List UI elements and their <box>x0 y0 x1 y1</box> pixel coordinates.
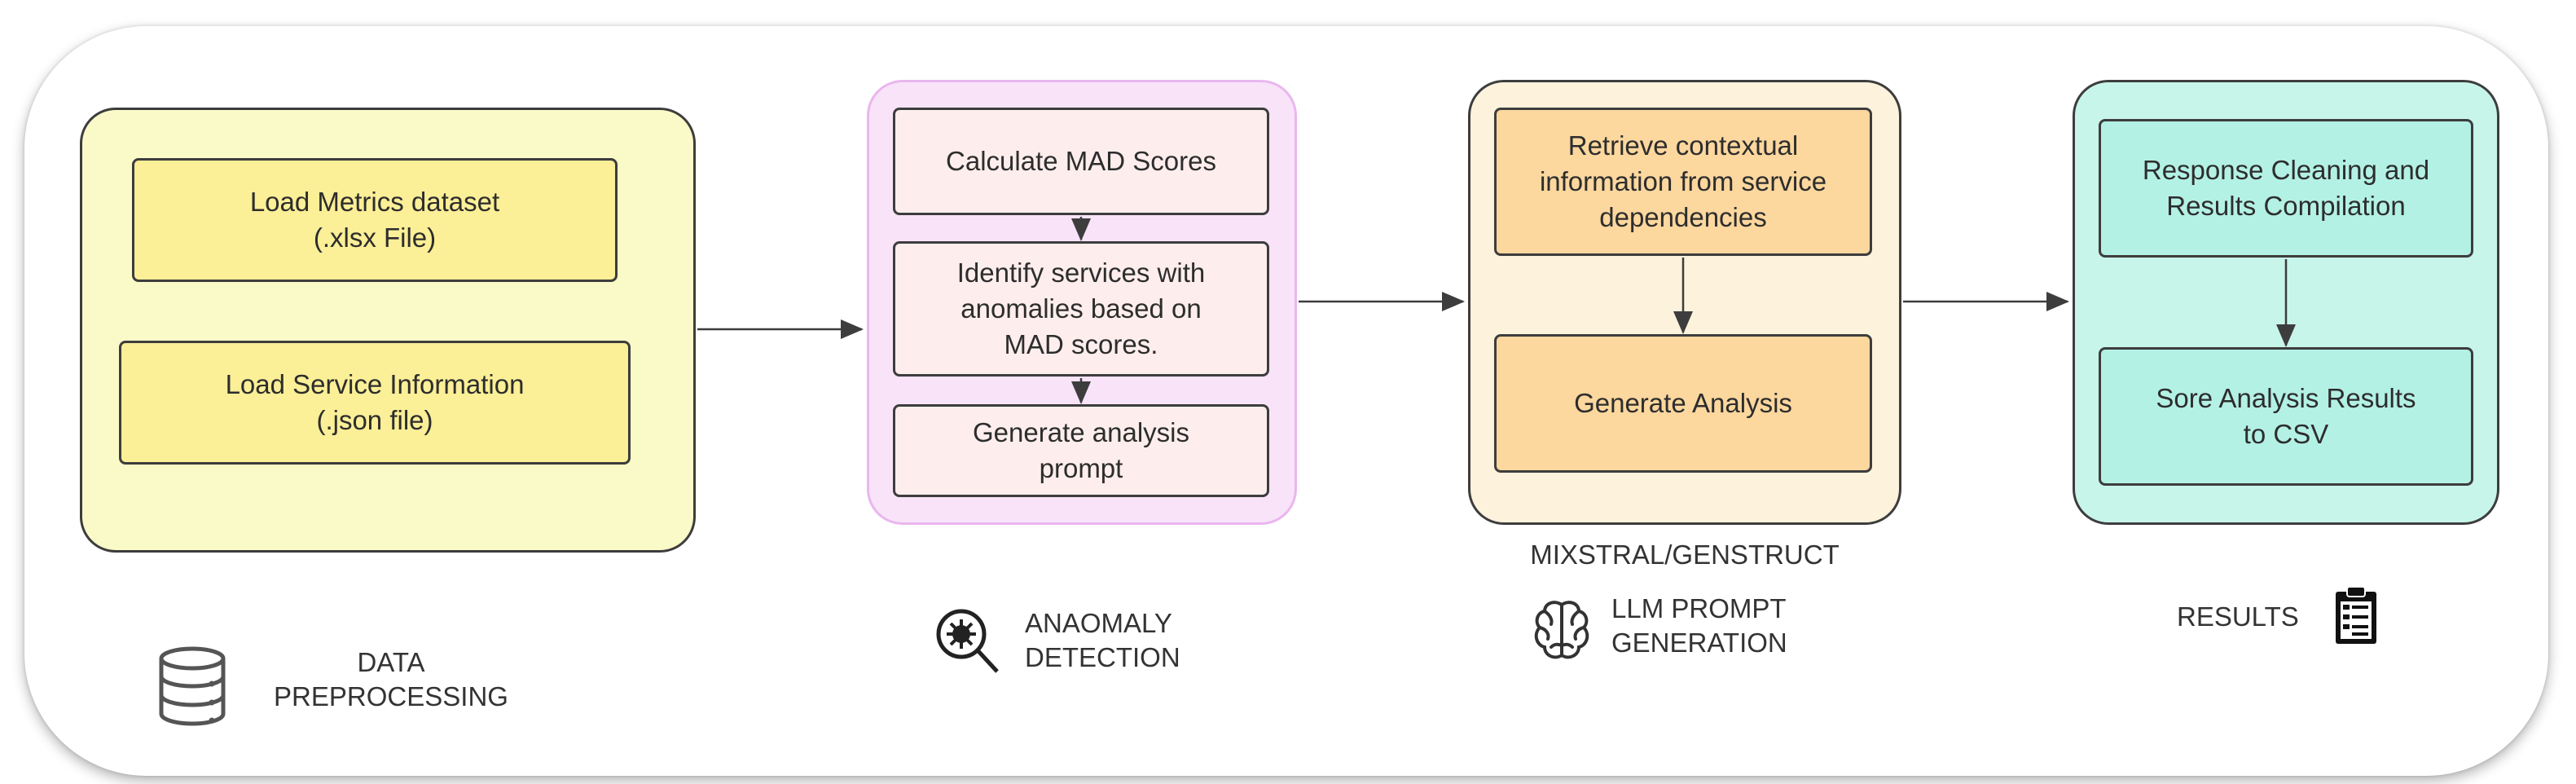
data-preprocessing-label: DATA PREPROCESSING <box>274 647 508 711</box>
clipboard-icon <box>2336 586 2376 644</box>
calculate-mad-box: Calculate MAD Scores <box>893 108 1269 215</box>
load-service-info-box: Load Service Information (.json file) <box>119 341 631 465</box>
database-icon <box>159 646 226 726</box>
response-cleaning-box: Response Cleaning and Results Compilatio… <box>2099 119 2473 258</box>
brain-icon <box>1534 601 1589 659</box>
virus-magnifier-icon <box>936 609 999 673</box>
llm-prompt-generation-label: LLM PROMPT GENERATION <box>1611 593 1787 658</box>
store-results-box: Sore Analysis Results to CSV <box>2099 347 2473 486</box>
retrieve-context-box: Retrieve contextual information from ser… <box>1494 108 1872 256</box>
identify-anomalies-box: Identify services with anomalies based o… <box>893 241 1269 377</box>
load-metrics-box: Load Metrics dataset (.xlsx File) <box>132 158 618 282</box>
llm-model-label: MIXSTRAL/GENSTRUCT <box>1530 540 1840 570</box>
anomaly-detection-label: ANAOMALY DETECTION <box>1025 608 1180 672</box>
generate-analysis-box: Generate Analysis <box>1494 334 1872 473</box>
results-label: RESULTS <box>2177 601 2299 632</box>
generate-prompt-box: Generate analysis prompt <box>893 404 1269 497</box>
